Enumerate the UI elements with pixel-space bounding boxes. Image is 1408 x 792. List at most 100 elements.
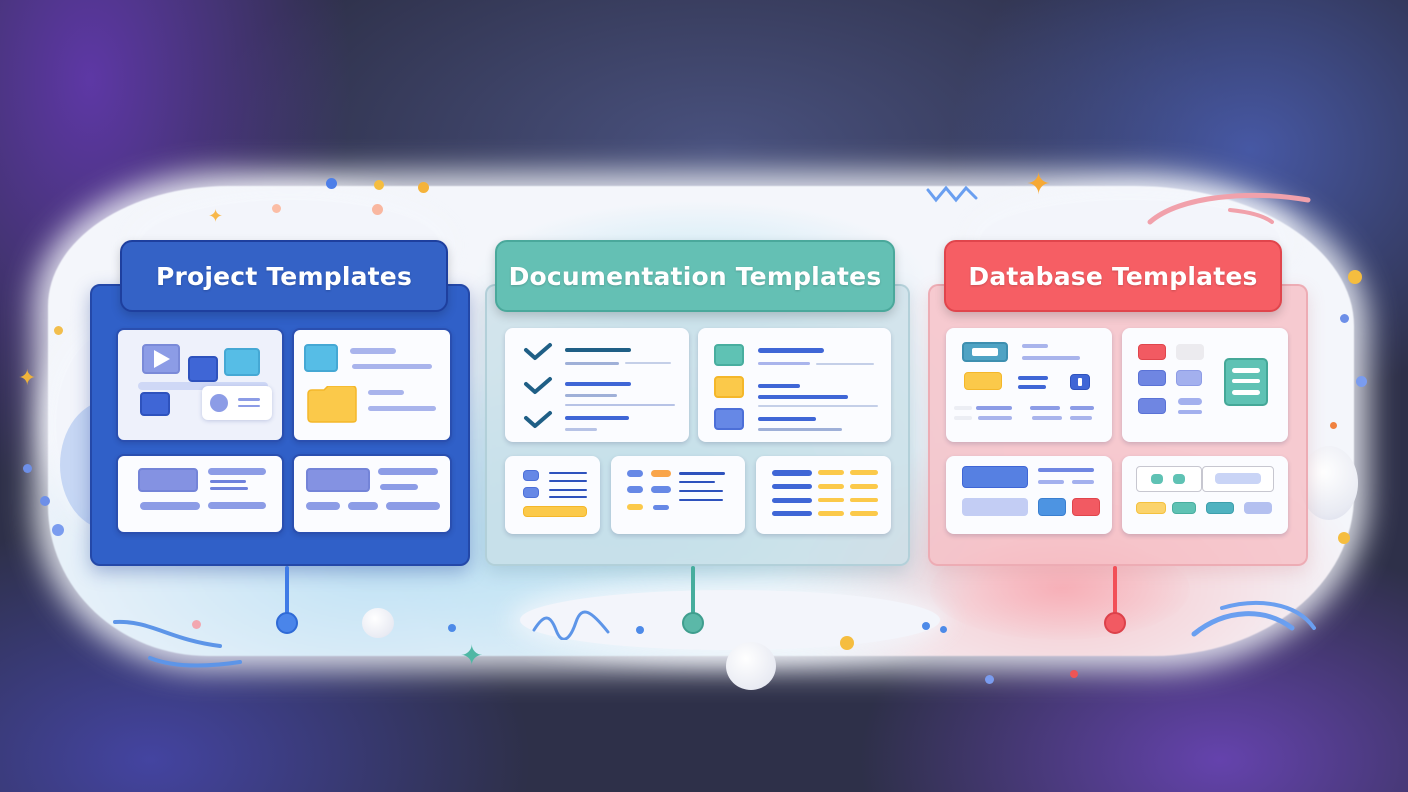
table-cell bbox=[850, 511, 878, 516]
dot-decoration bbox=[23, 464, 32, 473]
tag-chip bbox=[627, 504, 643, 510]
text-line bbox=[549, 480, 587, 482]
text-line bbox=[386, 502, 440, 510]
text-line bbox=[565, 348, 631, 352]
table-cell bbox=[818, 511, 844, 516]
project-templates-panel[interactable]: Project Templates bbox=[90, 240, 470, 566]
dot-decoration bbox=[1330, 422, 1337, 429]
database-connector-node[interactable] bbox=[1104, 612, 1126, 634]
text-line bbox=[549, 496, 587, 498]
dot-decoration bbox=[52, 524, 64, 536]
text-line bbox=[352, 364, 432, 369]
text-line bbox=[549, 489, 587, 491]
header-block bbox=[962, 466, 1028, 488]
pink-brush-stroke bbox=[1147, 192, 1311, 225]
cloud-bump-bottom bbox=[520, 590, 940, 650]
template-card-layout-block-b[interactable] bbox=[292, 454, 452, 534]
project-templates-title[interactable]: Project Templates bbox=[120, 240, 448, 312]
documentation-templates-title[interactable]: Documentation Templates bbox=[495, 240, 895, 312]
teal-tag bbox=[1172, 502, 1196, 514]
documentation-templates-panel[interactable]: Documentation Templates bbox=[485, 240, 910, 566]
teal-tile bbox=[714, 344, 744, 366]
media-tile bbox=[224, 348, 260, 376]
template-card-mini-list[interactable] bbox=[505, 456, 600, 534]
text-line bbox=[208, 502, 266, 509]
text-line bbox=[380, 484, 418, 490]
template-card-record-form[interactable] bbox=[946, 328, 1112, 442]
text-line bbox=[679, 472, 725, 475]
text-line bbox=[1018, 376, 1048, 380]
text-line bbox=[238, 398, 260, 401]
blue-tile bbox=[523, 470, 539, 481]
dot-decoration bbox=[40, 496, 50, 506]
text-line bbox=[1018, 385, 1046, 389]
template-card-field-grid[interactable] bbox=[1122, 328, 1288, 442]
template-card-media-board[interactable] bbox=[116, 328, 284, 442]
documentation-connector-node[interactable] bbox=[682, 612, 704, 634]
template-card-color-coded-list[interactable] bbox=[698, 328, 891, 442]
tag-chip bbox=[627, 470, 643, 477]
database-templates-title[interactable]: Database Templates bbox=[944, 240, 1282, 312]
text-line bbox=[758, 384, 800, 388]
teal-chip bbox=[1151, 474, 1163, 484]
template-card-tag-list[interactable] bbox=[611, 456, 745, 534]
image-block bbox=[306, 468, 370, 492]
text-line bbox=[1022, 356, 1080, 360]
sparkle-icon: ✦ bbox=[460, 639, 484, 672]
text-line bbox=[816, 363, 874, 365]
doc-line bbox=[1232, 368, 1260, 373]
template-card-file-folder-list[interactable] bbox=[292, 328, 452, 442]
text-line bbox=[1022, 344, 1048, 348]
dot-decoration bbox=[192, 620, 201, 629]
image-block bbox=[138, 468, 198, 492]
table-cell bbox=[850, 484, 878, 489]
doc-line bbox=[1232, 379, 1260, 383]
template-card-checklist[interactable] bbox=[505, 328, 689, 442]
table-cell bbox=[772, 470, 812, 476]
filter-box bbox=[1136, 466, 1202, 492]
search-box bbox=[1202, 466, 1274, 492]
blue-tile bbox=[523, 487, 539, 498]
wave-stroke-left bbox=[113, 619, 242, 668]
text-line bbox=[1032, 416, 1062, 420]
checkmark-icon bbox=[524, 343, 552, 360]
tag-chip bbox=[653, 505, 669, 510]
table-cell bbox=[772, 511, 812, 516]
text-line bbox=[1030, 406, 1060, 410]
text-line bbox=[679, 490, 723, 492]
yellow-tile bbox=[714, 376, 744, 398]
template-card-tagged-table[interactable] bbox=[1122, 456, 1288, 534]
input-field-block bbox=[962, 342, 1008, 362]
input-inner bbox=[972, 348, 998, 356]
text-line bbox=[758, 405, 878, 407]
text-line bbox=[978, 416, 1012, 420]
text-line bbox=[954, 416, 972, 420]
dot-decoration bbox=[272, 204, 281, 213]
red-tile bbox=[1138, 344, 1166, 360]
sparkle-icon: ✦ bbox=[18, 366, 37, 391]
lightblue-tag bbox=[1244, 502, 1272, 514]
blue-button-block bbox=[1038, 498, 1066, 516]
text-line bbox=[378, 468, 438, 475]
project-connector-node[interactable] bbox=[276, 612, 298, 634]
template-card-table-rows[interactable] bbox=[756, 456, 891, 534]
text-line bbox=[976, 406, 1012, 410]
database-templates-panel[interactable]: Database Templates bbox=[928, 240, 1308, 566]
teal-tag bbox=[1206, 502, 1234, 514]
teal-chip bbox=[1173, 474, 1185, 484]
text-line bbox=[758, 395, 848, 399]
text-line bbox=[1038, 480, 1064, 484]
lightblue-tile bbox=[1176, 370, 1202, 386]
text-line bbox=[679, 481, 715, 483]
template-card-data-entry[interactable] bbox=[946, 456, 1112, 534]
lightblue-field bbox=[962, 498, 1028, 516]
template-card-layout-block-a[interactable] bbox=[116, 454, 284, 534]
media-tile bbox=[140, 392, 170, 416]
zigzag-stroke bbox=[926, 185, 978, 203]
squiggle-stroke bbox=[532, 610, 610, 640]
arc-stroke-right bbox=[1191, 601, 1316, 637]
text-line bbox=[350, 348, 396, 354]
text-line bbox=[1072, 480, 1094, 484]
text-line bbox=[208, 468, 266, 475]
table-cell bbox=[818, 470, 844, 475]
